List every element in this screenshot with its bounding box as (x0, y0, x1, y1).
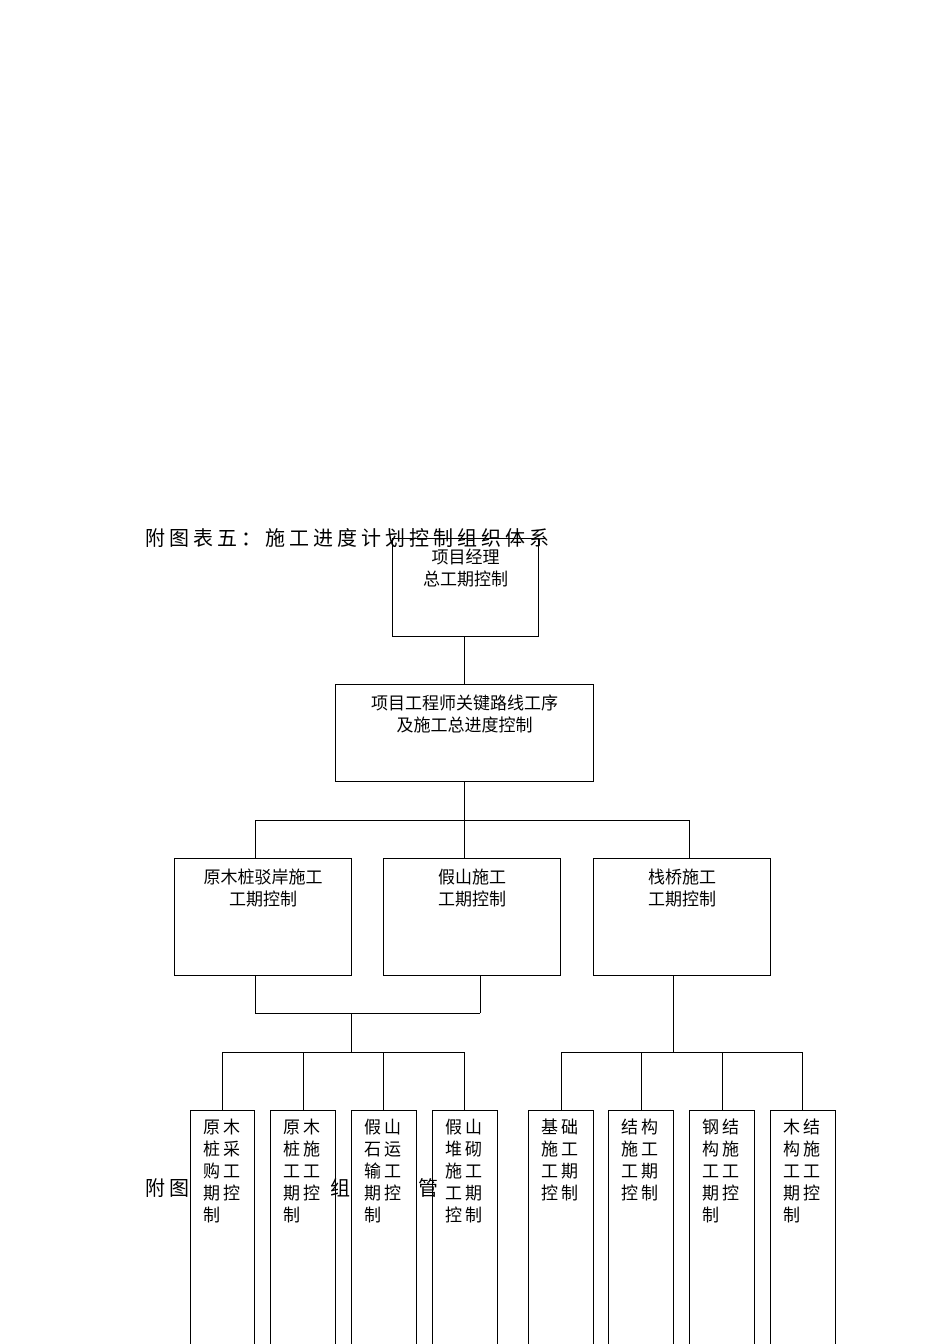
node-project-manager: 项目经理 总工期控制 (392, 538, 539, 637)
hidden-caption-fragment: 附图 (145, 1176, 193, 1200)
node-label: 及施工总进度控制 (396, 716, 533, 736)
hidden-caption-fragment: 管 (418, 1176, 442, 1200)
connector (222, 1052, 464, 1053)
connector (464, 1052, 465, 1110)
node-project-engineer: 项目工程师关键路线工序 及施工总进度控制 (335, 684, 594, 782)
connector (383, 1052, 384, 1110)
node-label: 工期控制 (648, 890, 716, 910)
node-rockery: 假山施工 工期控制 (383, 858, 561, 976)
node-timber-pile-revetment: 原木桩驳岸施工 工期控制 (174, 858, 352, 976)
leaf-node: 基础施工工期控制 (528, 1110, 594, 1344)
leaf-node: 原木桩施工工期控制 (270, 1110, 336, 1344)
figure-title: 附图表五：施工进度计划控制组织体系 (145, 526, 553, 550)
connector (303, 1052, 304, 1110)
connector (464, 636, 465, 684)
connector (641, 1052, 642, 1110)
node-label: 原木桩驳岸施工 (203, 868, 323, 888)
leaf-node: 原木桩采购工期控制 (190, 1110, 255, 1344)
connector (722, 1052, 723, 1110)
node-label: 总工期控制 (423, 570, 508, 590)
node-label: 假山施工 (438, 868, 506, 888)
connector (561, 1052, 562, 1110)
connector (464, 781, 465, 820)
leaf-node: 假山堆砌施工工期控制 (432, 1110, 498, 1344)
hidden-caption-fragment: 组 (330, 1176, 354, 1200)
connector (480, 975, 481, 1013)
connector (255, 820, 256, 858)
connector (673, 975, 674, 1052)
node-trestle-bridge: 栈桥施工 工期控制 (593, 858, 771, 976)
connector (802, 1052, 803, 1110)
connector (255, 1013, 480, 1014)
connector (689, 820, 690, 858)
connector (222, 1052, 223, 1110)
node-label: 栈桥施工 (648, 868, 716, 888)
node-label: 项目工程师关键路线工序 (371, 694, 558, 714)
leaf-node: 假山石运输工期控制 (351, 1110, 417, 1344)
node-label: 工期控制 (438, 890, 506, 910)
node-label: 工期控制 (229, 890, 297, 910)
connector (351, 1013, 352, 1052)
connector (561, 1052, 802, 1053)
leaf-node: 钢结构施工工期控制 (689, 1110, 755, 1344)
node-label: 项目经理 (431, 548, 500, 568)
connector (255, 820, 689, 821)
connector (255, 975, 256, 1013)
leaf-node: 木结构施工工期控制 (770, 1110, 836, 1344)
connector (464, 820, 465, 858)
leaf-node: 结构施工工期控制 (608, 1110, 674, 1344)
